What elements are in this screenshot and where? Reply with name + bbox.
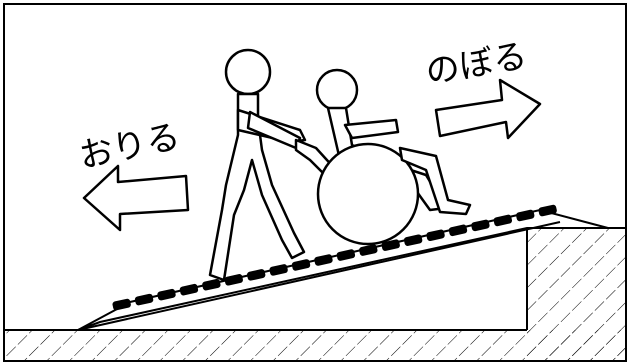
wheelchair-user-figure xyxy=(294,68,472,246)
caregiver-figure xyxy=(208,48,307,282)
ramp-tread xyxy=(247,269,266,281)
caregiver-head xyxy=(224,48,272,96)
ramp-tread xyxy=(381,239,400,251)
ramp-tread xyxy=(202,278,221,291)
ramp xyxy=(77,204,609,331)
ground xyxy=(5,330,625,360)
ramp-tread xyxy=(471,219,490,232)
ramp-tread xyxy=(224,274,243,286)
ramp-tread xyxy=(403,234,423,246)
ramp-tread xyxy=(448,224,468,237)
wheelchair-wheel xyxy=(316,142,420,246)
ramp-tread xyxy=(493,214,513,227)
step-block xyxy=(527,228,625,360)
ramp-tread xyxy=(516,209,535,222)
ramp-tread xyxy=(269,264,288,276)
ramp-treads xyxy=(112,204,557,311)
ramp-tread xyxy=(336,249,356,261)
ramp-tread xyxy=(179,283,199,296)
ramp-tread xyxy=(426,229,445,242)
ramp-tread xyxy=(538,204,557,217)
ramp-tread xyxy=(134,293,154,306)
ramp-tread xyxy=(112,298,131,311)
right-arrow-icon xyxy=(434,78,542,140)
ramp-tread xyxy=(291,259,311,271)
user-head xyxy=(315,68,359,112)
ramp-tread xyxy=(359,244,378,256)
ramp-tread xyxy=(314,254,333,266)
left-arrow-icon xyxy=(82,164,190,232)
ramp-tread xyxy=(157,288,176,301)
